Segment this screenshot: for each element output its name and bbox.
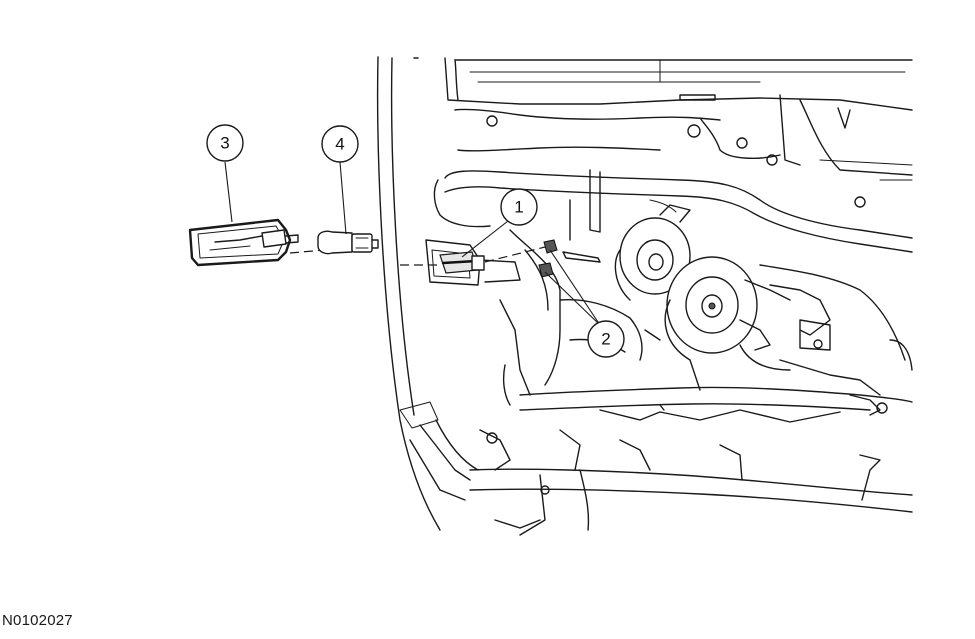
callout-1-label: 1 <box>514 198 523 217</box>
horn-assembly <box>614 204 791 391</box>
leader-lines <box>224 161 601 326</box>
side-marker-lamp-lens <box>188 218 299 267</box>
callout-2-label: 2 <box>601 330 610 349</box>
fender-panel <box>376 56 479 531</box>
figure-id: N0102027 <box>2 612 73 629</box>
right-bracket <box>739 264 913 416</box>
callout-4: 4 <box>321 125 359 163</box>
callout-2: 2 <box>587 320 625 358</box>
callout-3: 3 <box>206 124 244 162</box>
bulb <box>317 230 379 255</box>
radiator-support <box>444 57 913 208</box>
bulb-socket <box>439 251 485 274</box>
callout-4-label: 4 <box>335 135 344 154</box>
callout-1: 1 <box>500 188 538 226</box>
lower-bumper-structure <box>409 229 913 536</box>
wiring-harness <box>433 169 913 253</box>
retaining-clips <box>538 239 601 278</box>
lamp-opening <box>425 239 521 286</box>
assembly-lines <box>289 245 546 266</box>
callout-3-label: 3 <box>220 134 229 153</box>
